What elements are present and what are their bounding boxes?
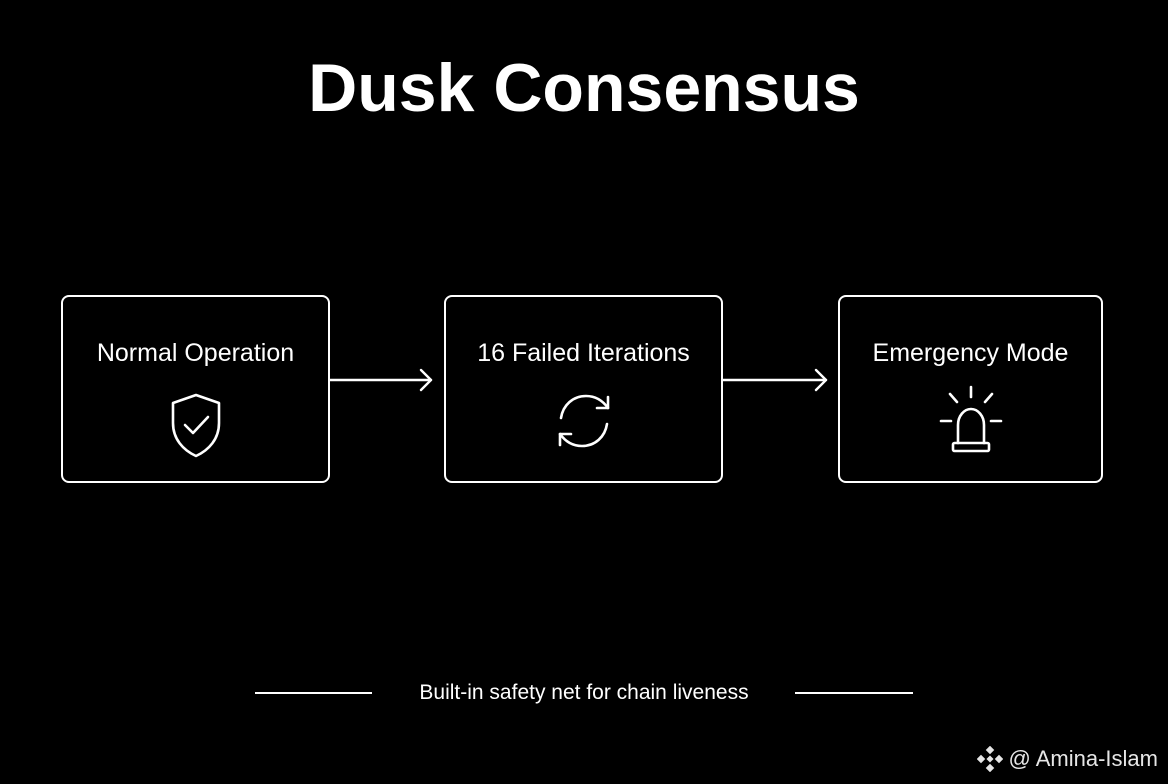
footer-caption: Built-in safety net for chain liveness [0,678,1168,708]
flow-arrow-2 [723,366,829,394]
footer-divider-left [255,692,372,694]
refresh-cycle-icon [544,381,624,461]
watermark: @ Amina-Islam [976,744,1158,774]
diamond-logo-icon [976,746,1009,772]
step-label: Normal Operation [96,339,295,367]
diagram-title: Dusk Consensus [308,50,860,126]
step-box-normal-operation: Normal Operation [61,295,330,483]
footer-text: Built-in safety net for chain liveness [419,681,749,704]
footer-divider-right [795,692,913,694]
alarm-siren-icon [931,381,1011,461]
step-label: 16 Failed Iterations [477,339,690,367]
shield-check-icon [156,385,236,465]
flow-arrow-1 [330,366,434,394]
watermark-text: @ Amina-Islam [1008,746,1158,771]
step-label: Emergency Mode [872,339,1069,367]
step-box-emergency-mode: Emergency Mode [838,295,1103,483]
step-box-failed-iterations: 16 Failed Iterations [444,295,723,483]
